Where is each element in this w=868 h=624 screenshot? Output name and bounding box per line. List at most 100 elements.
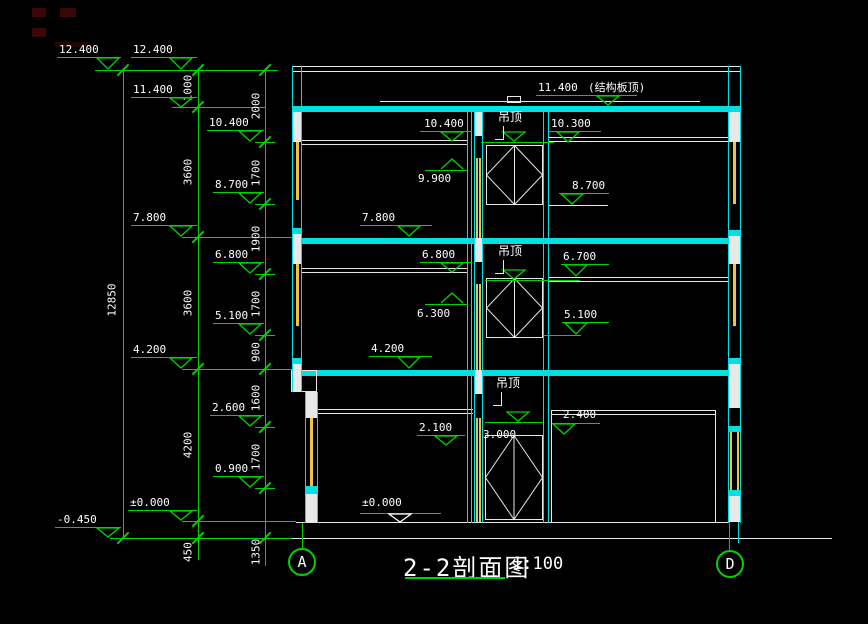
wall-sill xyxy=(306,486,317,494)
grid-label-a: A xyxy=(297,553,307,571)
dimension-value: 4200 xyxy=(181,431,195,459)
structure-line xyxy=(548,277,728,278)
elevation-marker-line xyxy=(131,57,197,58)
window-glazing xyxy=(479,158,481,238)
level-line xyxy=(182,237,292,238)
structure-line xyxy=(380,101,700,102)
ceiling-label: 吊顶 xyxy=(498,244,523,258)
elevation-value: ±0.000 xyxy=(362,496,402,509)
elevation-value: 12.400 xyxy=(133,43,173,56)
elevation-value: 9.900 xyxy=(418,172,452,185)
elevation-value: 10.400 xyxy=(209,116,249,129)
window-glazing xyxy=(476,418,478,522)
wall-line xyxy=(548,107,549,523)
wall-beam xyxy=(729,496,740,522)
elevation-value: 8.700 xyxy=(215,178,249,191)
level-triangle-down xyxy=(168,510,194,521)
structure-line xyxy=(292,71,740,72)
dimension-value: 1600 xyxy=(249,384,263,412)
elevation-marker-line xyxy=(131,357,197,358)
wall-beam xyxy=(475,112,482,136)
level-triangle-down xyxy=(168,357,194,369)
elevation-value: 2.600 xyxy=(212,401,246,414)
wall-line xyxy=(482,107,483,523)
wall-beam xyxy=(293,234,301,264)
elevation-marker-line xyxy=(131,225,197,226)
level-triangle-down xyxy=(433,435,459,446)
wall-sill xyxy=(729,490,740,496)
elevation-marker-line xyxy=(425,304,468,305)
elevation-marker-line xyxy=(55,527,121,528)
elevation-value: 7.800 xyxy=(362,211,396,224)
level-triangle-down xyxy=(237,415,263,427)
dimension-value: 12850 xyxy=(105,283,119,317)
title-underline xyxy=(405,577,505,579)
window-glazing xyxy=(476,284,478,370)
grid-stub xyxy=(738,520,739,543)
structure-line xyxy=(302,144,467,145)
level-triangle-down xyxy=(168,97,194,108)
level-triangle-down xyxy=(563,322,589,335)
elevation-value: 6.700 xyxy=(563,250,597,263)
column-hatch xyxy=(296,142,299,200)
level-triangle-down xyxy=(396,356,422,369)
dimension-value: 1350 xyxy=(249,538,263,566)
elevation-value: 4.200 xyxy=(133,343,167,356)
structure-outline xyxy=(291,370,317,392)
column-hatch xyxy=(296,264,299,326)
level-triangle-down xyxy=(505,411,531,422)
dimension-value: 1900 xyxy=(249,225,263,253)
wall-sill xyxy=(293,358,301,364)
wall-line xyxy=(471,107,472,523)
shaft-level-line xyxy=(481,142,554,143)
level-triangle-down xyxy=(595,95,621,106)
level-triangle-down xyxy=(95,57,121,70)
level-triangle-down xyxy=(501,131,527,142)
drawing-scale: 1:100 xyxy=(512,554,564,574)
ceiling-leader xyxy=(503,126,504,139)
elevation-marker-line xyxy=(128,510,197,511)
level-triangle-down xyxy=(237,476,263,488)
elevation-value: 5.100 xyxy=(564,308,598,321)
ceiling-label: 吊顶 xyxy=(498,110,523,124)
red-mark xyxy=(55,42,89,47)
dimension-value: 3600 xyxy=(181,289,195,317)
window-glazing xyxy=(730,432,732,490)
structure-outline xyxy=(551,410,716,523)
elevation-marker-line xyxy=(131,97,197,98)
dimension-value: 3600 xyxy=(181,158,195,186)
wall-line xyxy=(728,66,729,523)
elevation-marker-line xyxy=(210,415,264,416)
elevation-value: 11.400 xyxy=(133,83,173,96)
structure-line xyxy=(548,137,728,138)
elevation-marker-line xyxy=(425,170,468,171)
elevation-value: 5.100 xyxy=(215,309,249,322)
level-triangle-down xyxy=(387,513,413,523)
floor-slab xyxy=(292,106,740,112)
floor-slab xyxy=(292,370,740,376)
elevation-value: 0.900 xyxy=(215,462,249,475)
structure-line xyxy=(296,522,728,523)
free-annotation: 3.000 xyxy=(483,428,517,441)
wall-sill xyxy=(729,426,740,432)
level-triangle-up xyxy=(440,292,464,304)
structure-line xyxy=(292,66,740,67)
level-line xyxy=(172,107,265,108)
shaft-diamond-symbol xyxy=(485,277,544,339)
dimension-value: 1700 xyxy=(249,159,263,187)
level-line xyxy=(543,335,581,336)
dimension-value: 1700 xyxy=(249,443,263,471)
ceiling-label: 吊顶 xyxy=(496,376,521,390)
dimension-value: 450 xyxy=(181,542,195,562)
shaft-diamond-symbol xyxy=(485,144,544,206)
elevation-value: 6.800 xyxy=(422,248,456,261)
elevation-marker-line xyxy=(360,225,432,226)
red-mark xyxy=(60,8,76,17)
structure-line xyxy=(548,205,608,206)
grid-bubble-a: A xyxy=(288,548,316,576)
wall-beam xyxy=(306,494,317,522)
level-line xyxy=(729,518,730,550)
dimension-chain-line xyxy=(123,70,124,538)
elevation-value: 6.800 xyxy=(215,248,249,261)
